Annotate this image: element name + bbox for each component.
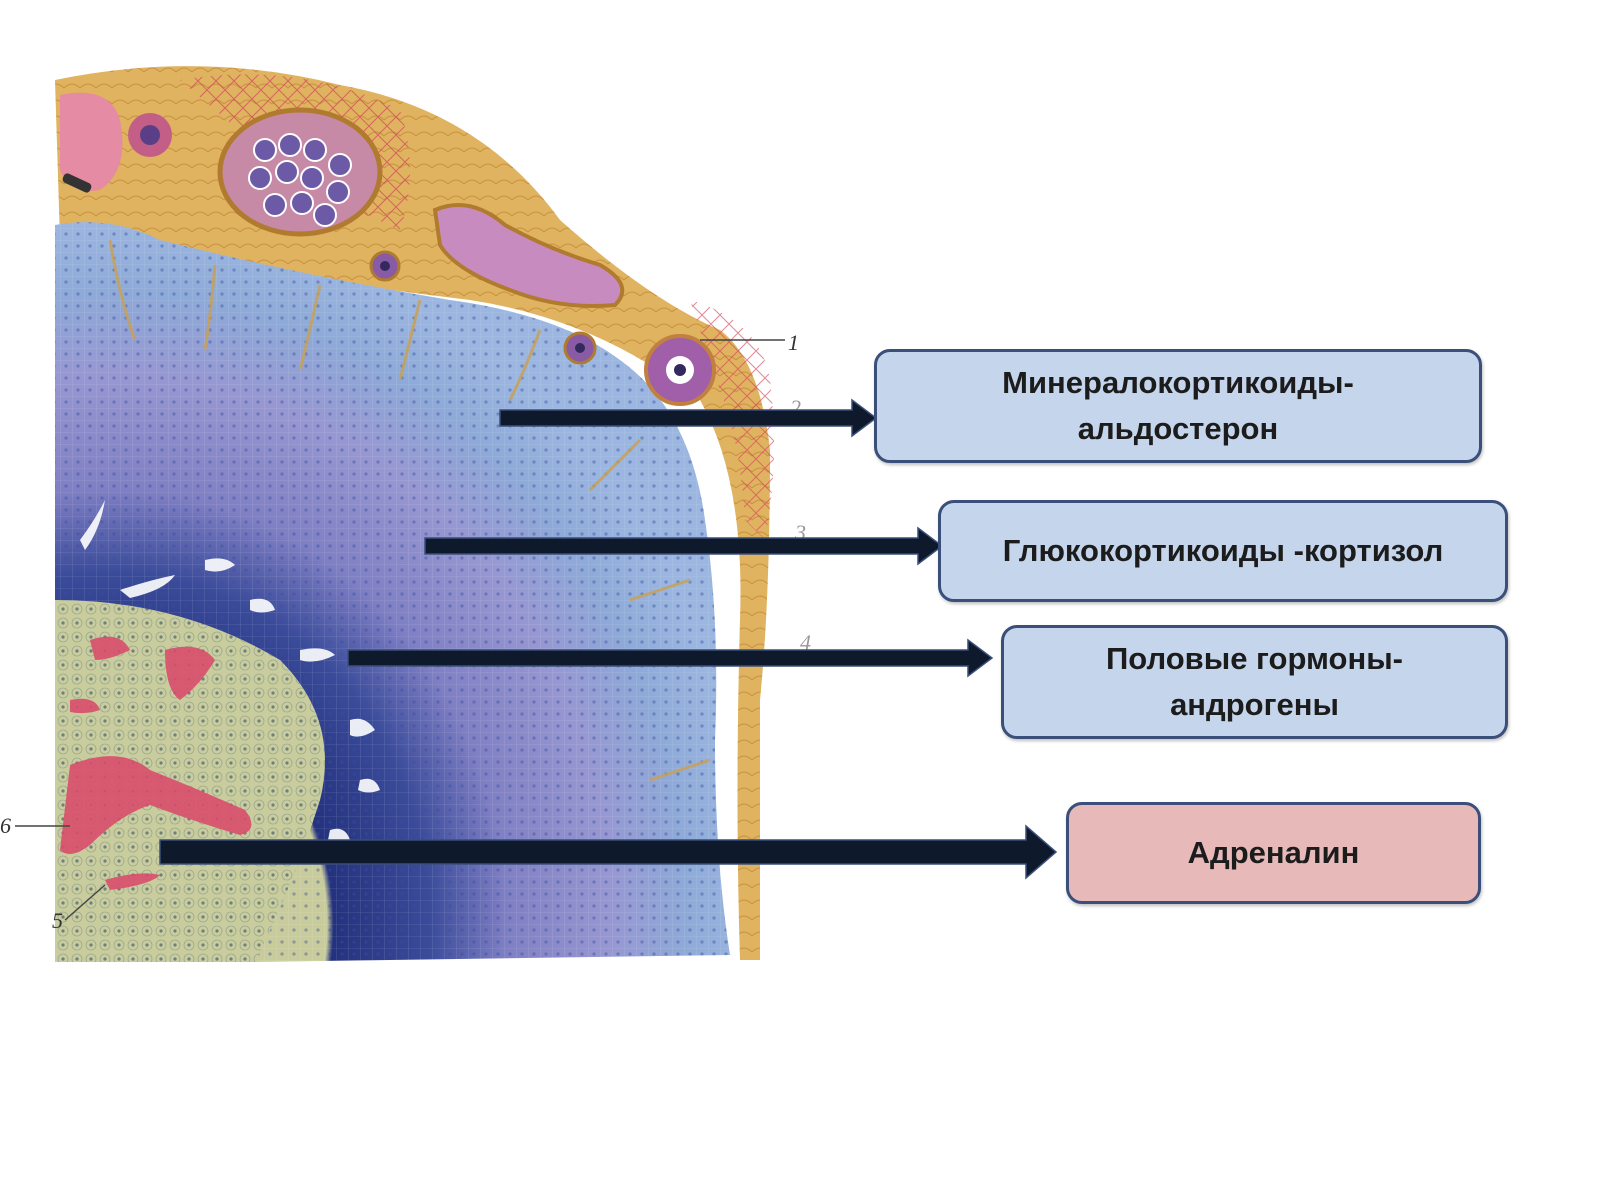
mineralocorticoids-label-box: Минералокортикоиды- альдостерон <box>874 349 1482 463</box>
figure-number-5: 5 <box>52 908 63 933</box>
figure-number-6: 6 <box>0 813 11 838</box>
arrow-sex-hormones <box>347 638 994 678</box>
figure-number-2: 2 <box>790 395 801 420</box>
adrenaline-label-box: Адреналин <box>1066 802 1481 904</box>
arrow-mineralocorticoids <box>499 398 878 438</box>
arrow-glucocorticoids <box>424 526 944 566</box>
medulla-vessels <box>60 636 252 890</box>
figure-number-1: 1 <box>788 330 799 355</box>
adrenaline-label: Адреналин <box>1187 835 1360 870</box>
zona-glomerulosa-arcs <box>108 239 711 782</box>
sinusoids <box>80 500 380 843</box>
arrows <box>159 398 1058 880</box>
figure-leaders <box>15 339 785 921</box>
mineralocorticoids-label: Минералокортикоиды- альдостерон <box>1002 365 1354 446</box>
capsule-structures <box>60 92 716 406</box>
sex-hormones-label-box: Половые гормоны- андрогены <box>1001 625 1508 739</box>
glucocorticoids-label: Глюкокортикоиды -кортизол <box>1002 533 1444 568</box>
glucocorticoids-label-box: Глюкокортикоиды -кортизол <box>938 500 1508 602</box>
figure-number-4: 4 <box>800 630 811 655</box>
arrow-adrenaline <box>159 824 1058 880</box>
sex-hormones-label: Половые гормоны- андрогены <box>1106 641 1403 722</box>
